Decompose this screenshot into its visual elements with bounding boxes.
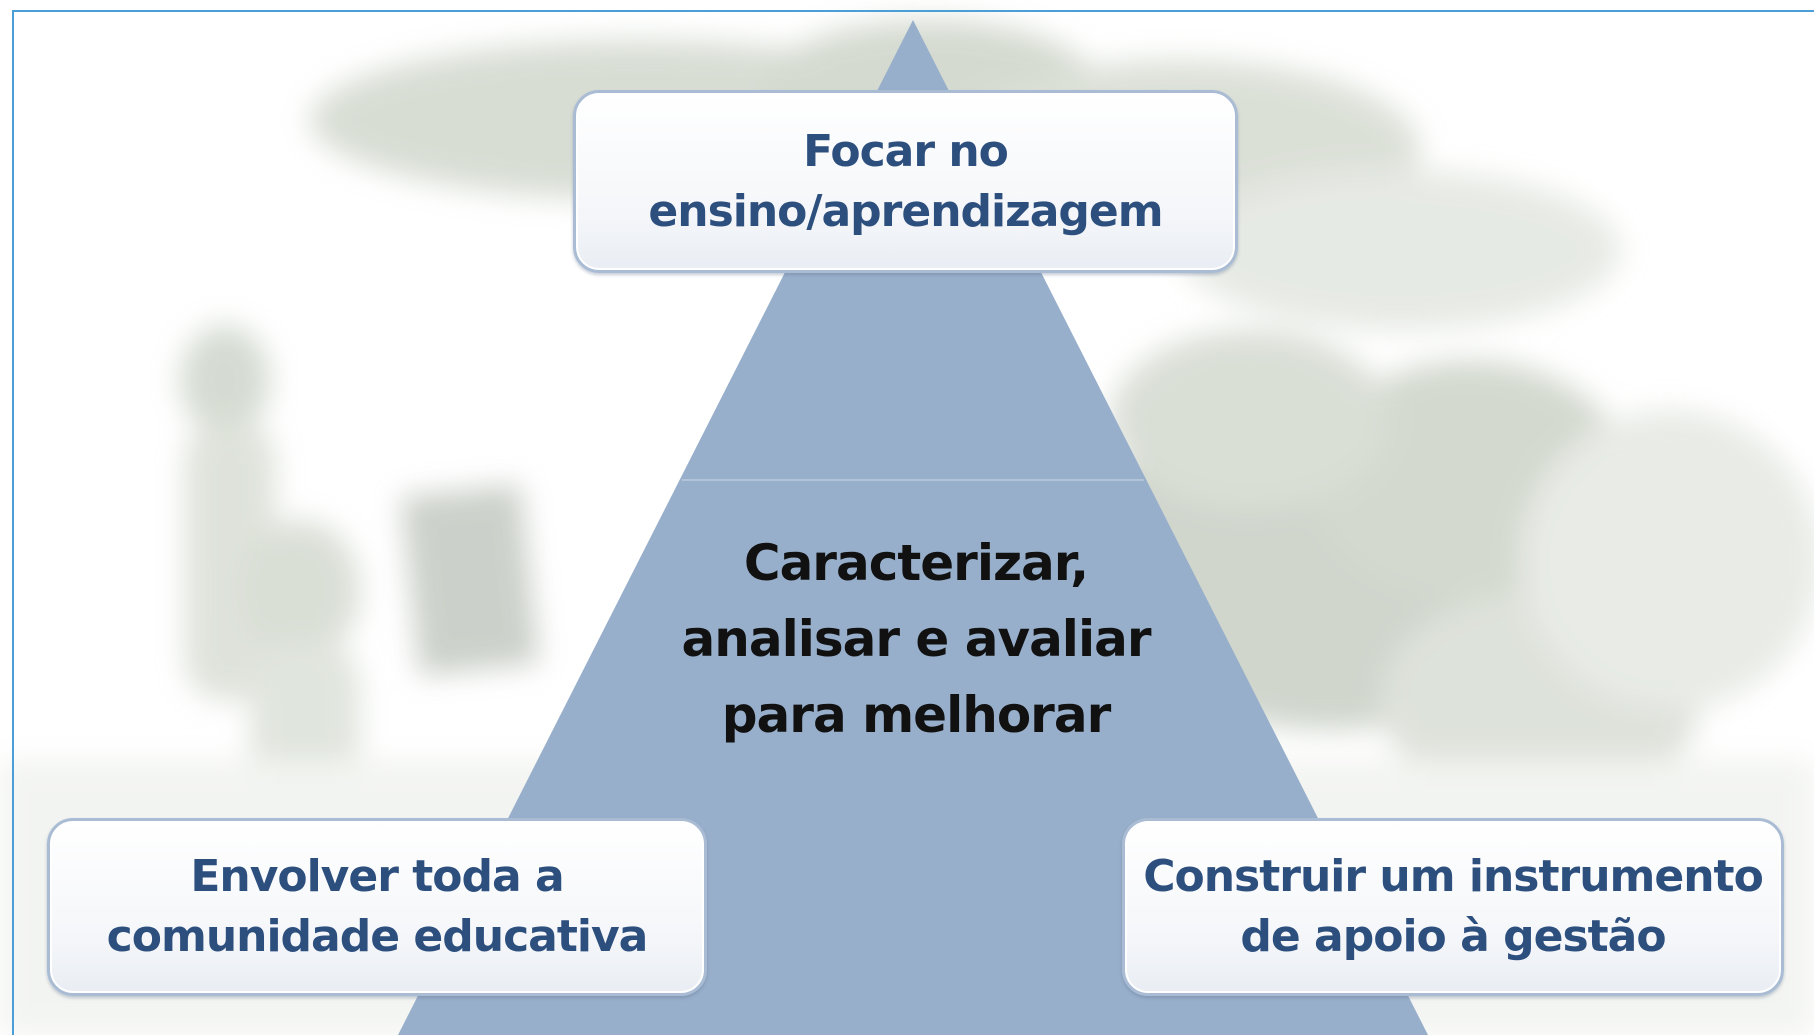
center-label-line-2: analisar e avaliar (681, 610, 1152, 668)
center-label-line-1: Caracterizar, (743, 534, 1089, 592)
top-goal-box: Focar no ensino/aprendizagem (573, 90, 1238, 273)
pyramid-center-label: Caracterizar, analisar e avaliar para me… (640, 525, 1192, 753)
right-goal-box: Construir um instrumento de apoio à gest… (1122, 818, 1784, 996)
left-goal-text: Envolver toda a comunidade educativa (106, 847, 649, 967)
left-goal-line-2: comunidade educativa (106, 911, 649, 962)
left-goal-box: Envolver toda a comunidade educativa (47, 818, 707, 996)
top-goal-text: Focar no ensino/aprendizagem (648, 122, 1163, 242)
top-goal-line-1: Focar no (803, 125, 1009, 177)
right-goal-line-2: de apoio à gestão (1240, 911, 1666, 962)
right-goal-line-1: Construir um instrumento (1143, 851, 1764, 902)
right-goal-text: Construir um instrumento de apoio à gest… (1143, 847, 1764, 967)
slide-frame-border (12, 10, 1814, 1035)
left-goal-line-1: Envolver toda a (190, 851, 564, 902)
top-goal-line-2: ensino/aprendizagem (648, 185, 1163, 237)
center-label-line-3: para melhorar (721, 686, 1112, 744)
